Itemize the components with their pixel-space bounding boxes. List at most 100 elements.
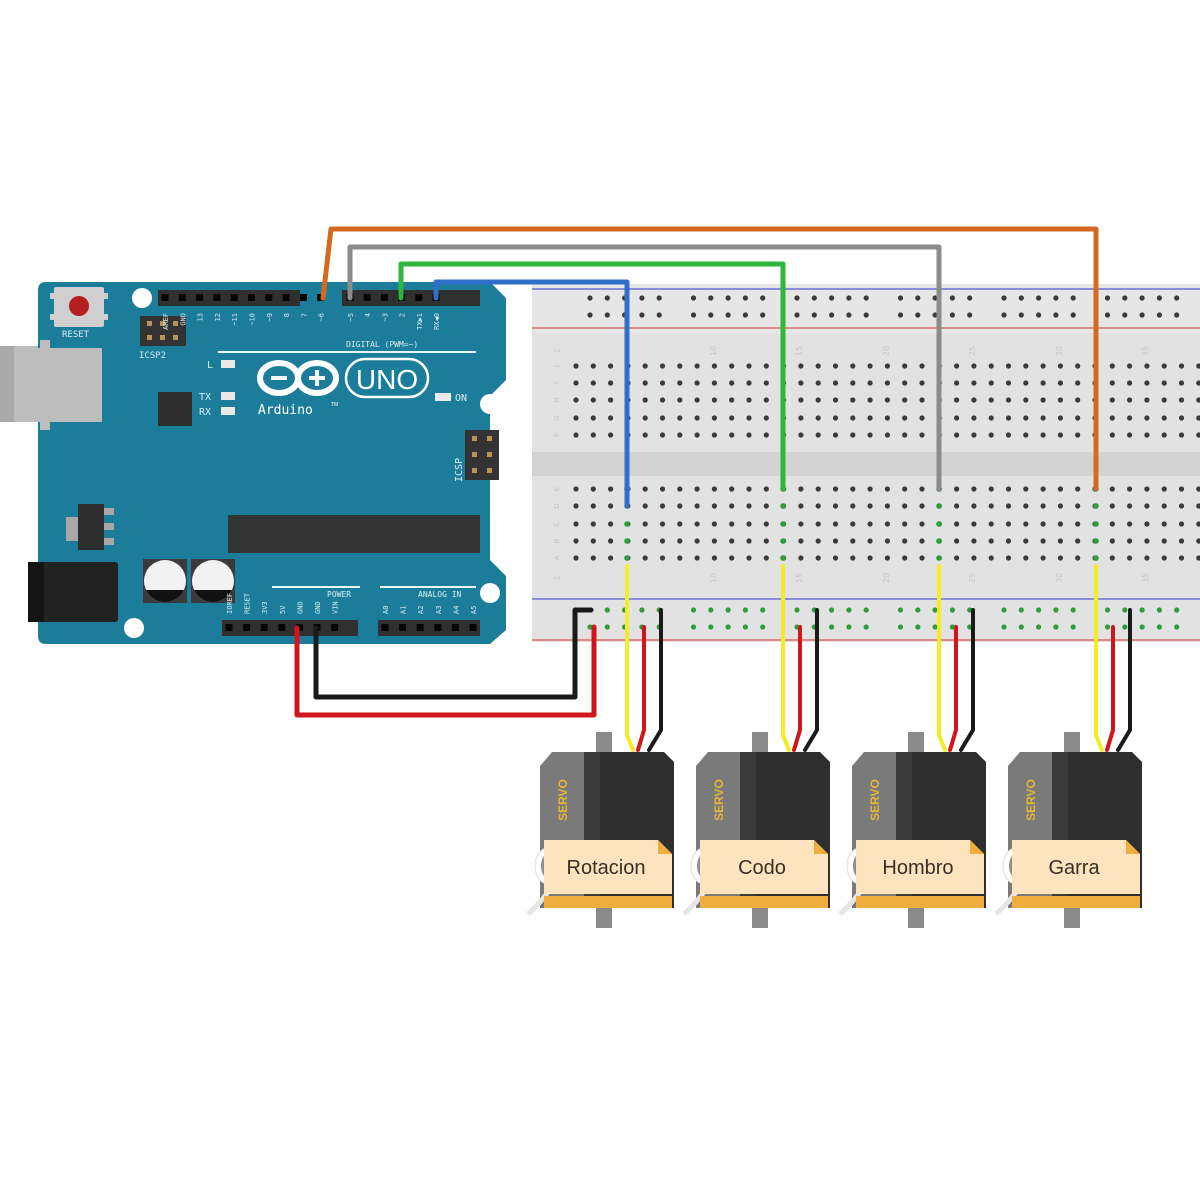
breadboard-hole	[1144, 432, 1150, 438]
row-letter: A	[553, 555, 561, 560]
breadboard-hole	[1196, 538, 1200, 544]
breadboard-hole	[798, 380, 804, 386]
breadboard-hole	[659, 397, 666, 403]
header-pin[interactable]	[196, 294, 204, 301]
wire-orange-pin8[interactable]	[320, 226, 1099, 492]
header-pin[interactable]	[469, 624, 477, 631]
rail-hole-connected	[829, 607, 835, 613]
header-pin[interactable]	[415, 294, 423, 301]
header-pin[interactable]	[331, 624, 339, 631]
wire-red-power[interactable]	[948, 625, 958, 752]
header-pin[interactable]	[248, 294, 255, 301]
breadboard-hole	[573, 415, 579, 421]
header-pin[interactable]	[230, 294, 238, 301]
rail-hole	[949, 312, 956, 318]
breadboard-hole	[815, 432, 821, 438]
header-pin[interactable]	[282, 294, 290, 301]
header-pin[interactable]	[178, 294, 186, 301]
breadboard-hole	[1109, 363, 1115, 369]
header-pin[interactable]	[363, 294, 371, 301]
breadboard-hole	[1057, 521, 1063, 527]
power-pin-label: 5V	[279, 605, 287, 614]
wire-yellow-signal[interactable]	[625, 564, 635, 752]
breadboard-hole	[1144, 397, 1150, 403]
header-pin[interactable]	[416, 624, 424, 631]
breadboard-hole	[850, 555, 856, 561]
header-pin[interactable]	[260, 624, 268, 631]
wire-red-power[interactable]	[636, 625, 646, 752]
rail-hole-connected	[1036, 607, 1042, 613]
header-pin[interactable]	[265, 294, 273, 301]
rail-hole	[897, 295, 904, 301]
breadboard-hole	[642, 503, 648, 509]
connected-hole	[936, 555, 942, 561]
usb-port	[14, 348, 102, 422]
analog-header	[378, 620, 480, 636]
breadboard-hole	[711, 521, 718, 527]
rail-hole-connected	[1053, 607, 1059, 613]
wire-black-ground[interactable]	[1116, 608, 1132, 752]
wire-blue-pin2[interactable]	[433, 279, 630, 509]
rail-hole	[1174, 295, 1180, 301]
wire-black-gnd[interactable]	[313, 607, 594, 700]
breadboard-hole	[815, 521, 821, 527]
breadboard-hole	[694, 380, 700, 386]
wire-red-power[interactable]	[792, 625, 802, 752]
header-pin[interactable]	[278, 624, 286, 631]
connected-hole	[1093, 521, 1099, 527]
breadboard-hole	[590, 503, 596, 509]
wire-yellow-signal[interactable]	[937, 564, 947, 752]
breadboard-hole	[919, 363, 925, 369]
breadboard-hole	[815, 380, 821, 386]
wire-red-power[interactable]	[1105, 625, 1115, 752]
breadboard-hole	[711, 503, 718, 509]
header-pin[interactable]	[399, 624, 407, 631]
connected-hole	[936, 503, 942, 509]
breadboard-hole	[1127, 363, 1133, 369]
breadboard-hole	[763, 415, 769, 421]
breadboard-hole	[850, 363, 856, 369]
rail-hole-connected	[846, 607, 852, 613]
header-pin[interactable]	[243, 624, 251, 631]
header-pin[interactable]	[434, 624, 442, 631]
row-letter: D	[553, 503, 561, 508]
wire-yellow-signal[interactable]	[1094, 564, 1104, 752]
reset-button[interactable]	[50, 287, 108, 327]
header-pin[interactable]	[380, 294, 388, 301]
header-pin[interactable]	[161, 294, 169, 301]
wire-black-ground[interactable]	[803, 608, 819, 752]
breadboard-hole	[954, 538, 960, 544]
servo-name: Hombro	[882, 857, 953, 879]
breadboard-hole	[1144, 521, 1150, 527]
rail-hole	[1001, 312, 1007, 318]
wire-gray-pin7[interactable]	[347, 244, 942, 492]
breadboard-hole	[902, 503, 908, 509]
wire-green-pin4[interactable]	[398, 261, 786, 492]
header-pin[interactable]	[213, 294, 221, 301]
wire-black-ground[interactable]	[959, 608, 975, 752]
wire-yellow-signal[interactable]	[781, 564, 791, 752]
breadboard-hole	[608, 555, 614, 561]
header-pin[interactable]	[381, 624, 389, 631]
header-pin[interactable]	[225, 624, 233, 631]
wire-black-ground[interactable]	[647, 608, 663, 752]
rail-hole-connected	[897, 624, 904, 630]
header-pin[interactable]	[451, 624, 459, 631]
breadboard-hole	[815, 486, 821, 492]
servo-label	[544, 840, 672, 894]
breadboard-hole	[1178, 538, 1185, 544]
breadboard-hole	[1005, 363, 1012, 369]
wire-red-5v[interactable]	[294, 624, 597, 718]
breadboard-hole	[590, 397, 596, 403]
breadboard-hole	[746, 415, 752, 421]
header-pin[interactable]	[299, 294, 307, 301]
breadboard-hole	[677, 521, 683, 527]
breadboard-hole	[832, 503, 839, 509]
